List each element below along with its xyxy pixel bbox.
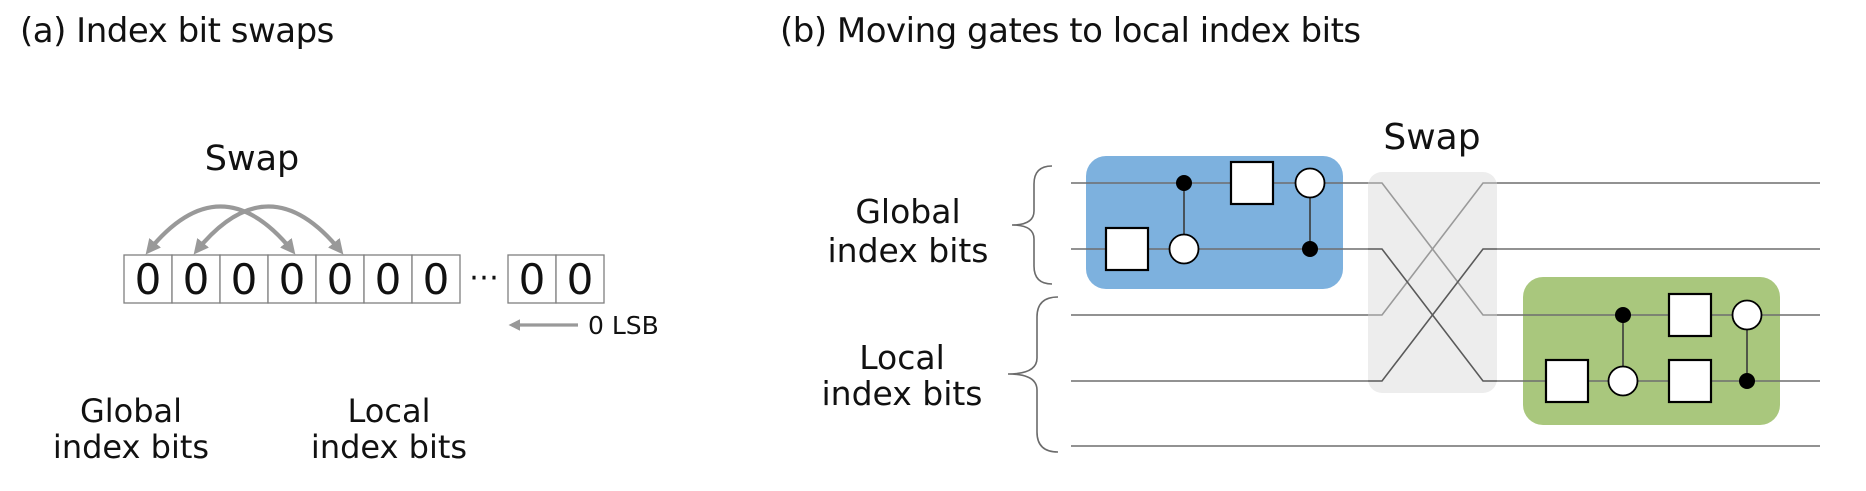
panel-a: (a) Index bit swaps Swap 0 0 0 0 0 0 <box>20 11 659 466</box>
bit-value: 0 <box>135 255 162 304</box>
panel-b-global-label-line2: index bits <box>827 231 988 270</box>
bit-cell <box>555 254 605 304</box>
bit-cell-shaded <box>171 254 221 304</box>
panel-b-global-label-line1: Global <box>855 192 960 231</box>
swap-arrows <box>145 204 344 255</box>
control-dot <box>1302 241 1318 257</box>
panel-a-global-label-line1: Global <box>80 392 182 430</box>
panel-a-title: (a) Index bit swaps <box>20 11 334 51</box>
bit-cell <box>315 254 365 304</box>
control-dot <box>1615 307 1631 323</box>
lsb-label: 0 LSB <box>588 311 659 340</box>
panel-b: (b) Moving gates to local index bits Swa… <box>780 11 1820 453</box>
target-circle <box>1607 365 1639 397</box>
global-gates-block <box>1086 156 1343 289</box>
target-circle <box>1731 299 1763 331</box>
bit-cell <box>363 254 413 304</box>
cross-l2-to-g2 <box>1368 248 1497 382</box>
control-dot <box>1739 373 1755 389</box>
ellipsis: ⋯ <box>469 260 499 295</box>
bit-value: 0 <box>183 255 210 304</box>
local-wires-brace <box>1007 296 1059 453</box>
panel-a-swap-label: Swap <box>205 139 300 179</box>
square-gate <box>1667 292 1713 338</box>
bit-value: 0 <box>519 255 546 304</box>
panel-b-title: (b) Moving gates to local index bits <box>780 11 1361 51</box>
bit-cell <box>507 254 557 304</box>
bit-cell <box>411 254 461 304</box>
panel-a-local-label-line2: index bits <box>311 428 467 466</box>
local-block-gates <box>1544 292 1763 404</box>
swap-arc-0-3-right <box>220 204 296 255</box>
swap-crossings <box>1368 182 1497 382</box>
target-circle <box>1294 167 1326 199</box>
bit-value: 0 <box>375 255 402 304</box>
panel-b-swap-label: Swap <box>1383 117 1480 158</box>
panel-b-local-label-line1: Local <box>859 338 945 377</box>
bit-cell <box>219 254 269 304</box>
swap-block <box>1368 172 1497 393</box>
bit-value: 0 <box>327 255 354 304</box>
panel-b-local-label-line2: index bits <box>821 374 982 413</box>
bit-value: 0 <box>423 255 450 304</box>
square-gate <box>1544 358 1590 404</box>
bit-cell-shaded <box>123 254 173 304</box>
target-circle <box>1168 233 1200 265</box>
swap-arc-1-4-left <box>193 204 269 255</box>
panel-a-local-label-line1: Local <box>348 392 431 430</box>
control-dot <box>1176 175 1192 191</box>
swap-arc-1-4-right <box>268 204 344 255</box>
bit-value: 0 <box>567 255 594 304</box>
panel-a-global-label-line2: index bits <box>53 428 209 466</box>
global-wires-brace <box>1011 165 1053 285</box>
square-gate <box>1229 160 1275 206</box>
lsb-annotation: 0 LSB <box>508 311 659 340</box>
bit-value: 0 <box>279 255 306 304</box>
cross-l1-to-g1 <box>1368 182 1497 316</box>
square-gate <box>1104 226 1150 272</box>
bit-value: 0 <box>231 255 258 304</box>
global-block-gates <box>1104 160 1326 272</box>
swap-arc-0-3-left <box>145 204 221 255</box>
bit-row: 0 0 0 0 0 0 0 ⋯ 0 0 <box>123 254 605 304</box>
square-gate <box>1667 358 1713 404</box>
